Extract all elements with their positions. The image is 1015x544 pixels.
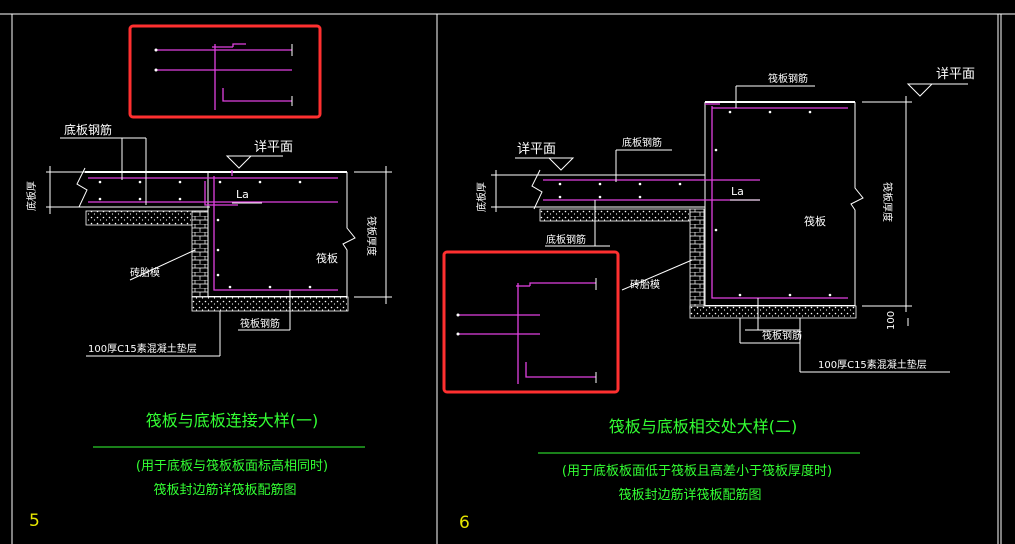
rebar-zoom-2 [456,278,597,384]
label-lap-length: La [236,188,249,201]
detail-1-note: 筏板封边筋详筏板配筋图 [153,482,296,498]
slab-outline-1 [76,167,356,312]
label-detail-section-right: 详平面 [936,67,975,82]
rebar-zoom-1 [154,43,293,110]
label-bottom-rebar-top: 底板钢筋 [622,136,662,149]
detail-2-number: 6 [459,513,470,533]
detail-2: 详平面 底板钢筋 筏板钢筋 详平面 底板厚 La 筏板 筏板厚度 底板钢筋 砖胎… [442,67,975,533]
detail-1-number: 5 [29,511,40,531]
slab-outline-2 [531,101,864,319]
detail-1-title: 筏板与底板连接大样(一) [146,411,319,430]
label-detail-section: 详平面 [254,140,293,155]
label-raft-rebar-top: 筏板钢筋 [768,72,808,85]
sheet-frame [0,13,1015,544]
label-raft-thickness-2: 筏板厚度 [881,182,894,222]
detail-2-title: 筏板与底板相交处大样(二) [609,417,798,436]
highlight-box-1 [128,24,322,119]
label-bottom-thickness-2: 底板厚 [475,182,488,212]
detail-2-note: 筏板封边筋详筏板配筋图 [618,487,761,503]
detail-2-subtitle: (用于底板板面低于筏板且高差小于筏板厚度时) [562,463,832,479]
label-detail-section-left: 详平面 [517,142,556,157]
label-dim-100: 100 [886,311,897,330]
label-raft-rebar-2: 筏板钢筋 [762,329,802,342]
leaders-1 [46,137,392,357]
label-bottom-rebar: 底板钢筋 [64,122,112,137]
label-bottom-thickness: 底板厚 [25,181,38,211]
label-raft-thickness: 筏板厚度 [365,216,378,256]
rebars-1 [88,170,338,291]
highlight-box-2 [442,250,620,394]
label-brick-mold-2: 砖胎模 [630,278,660,291]
label-raft-2: 筏板 [804,214,826,228]
rebars-2 [543,103,848,299]
label-lap-length-2: La [731,185,744,198]
label-cushion-2: 100厚C15素混凝土垫层 [818,358,927,371]
detail-1-subtitle: (用于底板与筏板板面标高相同时) [136,458,328,474]
label-brick-mold: 砖胎模 [130,266,160,279]
detail-1: 底板钢筋 详平面 底板厚 La 筏板 筏板厚度 砖胎模 筏板钢筋 100厚C15… [25,24,392,531]
label-raft-rebar: 筏板钢筋 [240,317,280,330]
label-bottom-rebar-lower: 底板钢筋 [546,233,586,246]
label-cushion: 100厚C15素混凝土垫层 [88,342,197,355]
leaders-2 [491,83,968,373]
label-raft: 筏板 [316,251,338,265]
